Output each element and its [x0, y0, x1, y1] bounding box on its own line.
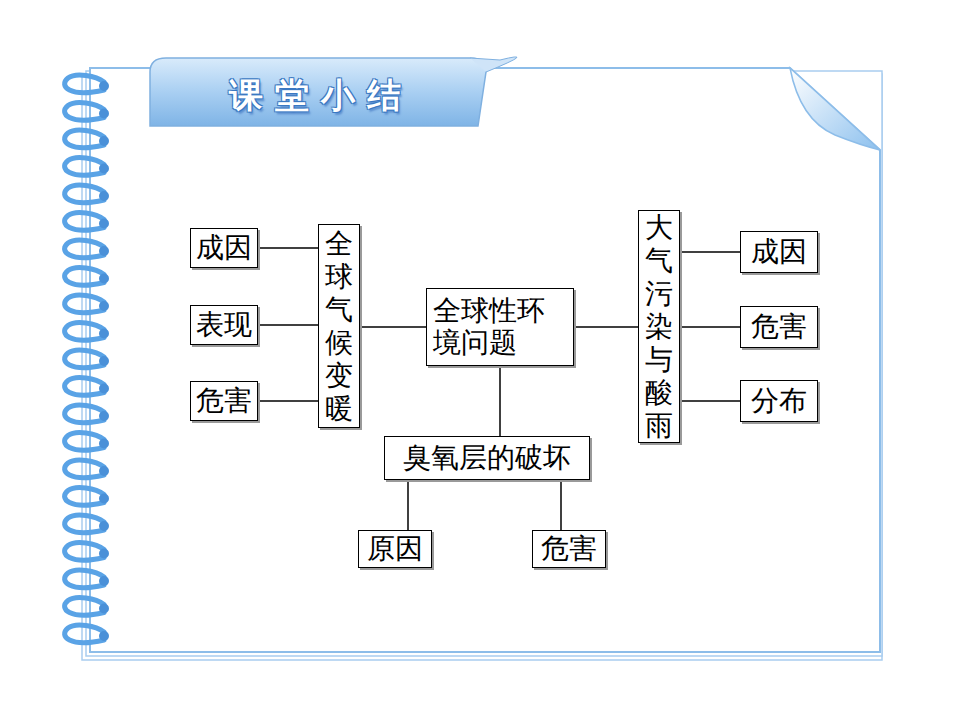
spiral-ring — [65, 350, 104, 368]
distribution-box: 分布 — [740, 380, 818, 422]
ring-hole — [99, 384, 109, 394]
spiral-ring — [65, 543, 104, 561]
spiral-ring — [65, 488, 104, 506]
node-text: 大气污染与酸雨 — [644, 211, 673, 442]
cause-box: 成因 — [740, 231, 818, 273]
spiral-ring — [65, 240, 104, 258]
ring-hole — [99, 604, 109, 614]
ring-hole — [99, 466, 109, 476]
node-text: 危害 — [541, 533, 597, 565]
central-topic-box: 全球性环境问题 — [426, 288, 574, 366]
topic-box-vertical: 全球气候变暖 — [318, 224, 360, 428]
spiral-ring — [65, 295, 104, 313]
spiral-ring — [65, 570, 104, 588]
connector-line — [258, 400, 318, 402]
connector-line — [680, 326, 740, 328]
spiral-ring — [65, 323, 104, 341]
connector-line — [560, 480, 562, 530]
topic-box: 臭氧层的破坏 — [384, 436, 590, 480]
connector-line — [574, 326, 638, 328]
spiral-ring — [65, 378, 104, 396]
node-text: 成因 — [751, 236, 807, 268]
connector-line — [407, 480, 409, 530]
spiral-ring — [65, 103, 104, 121]
spiral-binding — [65, 75, 109, 643]
ring-hole — [99, 521, 109, 531]
ring-hole — [99, 576, 109, 586]
title-text: 课 堂 小 结 — [170, 70, 460, 120]
ring-hole — [99, 631, 109, 641]
tab-corner — [470, 57, 517, 72]
page-front — [90, 68, 880, 652]
spiral-ring — [65, 130, 104, 148]
connector-line — [258, 247, 318, 249]
node-text: 危害 — [196, 385, 252, 417]
harm-box: 危害 — [190, 381, 258, 421]
node-text: 危害 — [751, 311, 807, 343]
connector-line — [680, 400, 740, 402]
ring-hole — [99, 494, 109, 504]
spiral-ring — [65, 213, 104, 231]
harm-box: 危害 — [532, 530, 606, 568]
ring-hole — [99, 109, 109, 119]
cause-box: 原因 — [358, 530, 432, 568]
spiral-ring — [65, 405, 104, 423]
topic-box-vertical: 大气污染与酸雨 — [638, 210, 680, 443]
spiral-ring — [65, 515, 104, 533]
connector-line — [360, 326, 426, 328]
spiral-ring — [65, 598, 104, 616]
ring-hole — [99, 439, 109, 449]
node-text: 分布 — [751, 385, 807, 417]
ring-hole — [99, 329, 109, 339]
ring-hole — [99, 356, 109, 366]
connector-line — [258, 324, 318, 326]
spiral-ring — [65, 185, 104, 203]
spiral-ring — [65, 75, 104, 93]
node-text: 臭氧层的破坏 — [403, 442, 571, 474]
ring-hole — [99, 411, 109, 421]
node-text: 成因 — [196, 232, 252, 264]
spiral-ring — [65, 158, 104, 176]
spiral-ring — [65, 433, 104, 451]
ring-hole — [99, 191, 109, 201]
spiral-ring — [65, 268, 104, 286]
connector-line — [680, 251, 740, 253]
node-text: 全球气候变暖 — [324, 227, 353, 425]
node-text: 全球性环境问题 — [433, 295, 548, 359]
spiral-ring — [65, 460, 104, 478]
title-tab — [150, 58, 486, 126]
ring-hole — [99, 549, 109, 559]
connector-line — [499, 366, 501, 436]
ring-hole — [99, 219, 109, 229]
ring-hole — [99, 246, 109, 256]
node-text: 原因 — [367, 533, 423, 565]
ring-hole — [99, 301, 109, 311]
node-text: 表现 — [196, 309, 252, 341]
symptom-box: 表现 — [190, 305, 258, 345]
harm-box: 危害 — [740, 306, 818, 348]
ring-hole — [99, 274, 109, 284]
spiral-ring — [65, 625, 104, 643]
page-curl — [790, 68, 880, 150]
ring-hole — [99, 81, 109, 91]
cause-box: 成因 — [190, 228, 258, 268]
ring-hole — [99, 136, 109, 146]
ring-hole — [99, 164, 109, 174]
